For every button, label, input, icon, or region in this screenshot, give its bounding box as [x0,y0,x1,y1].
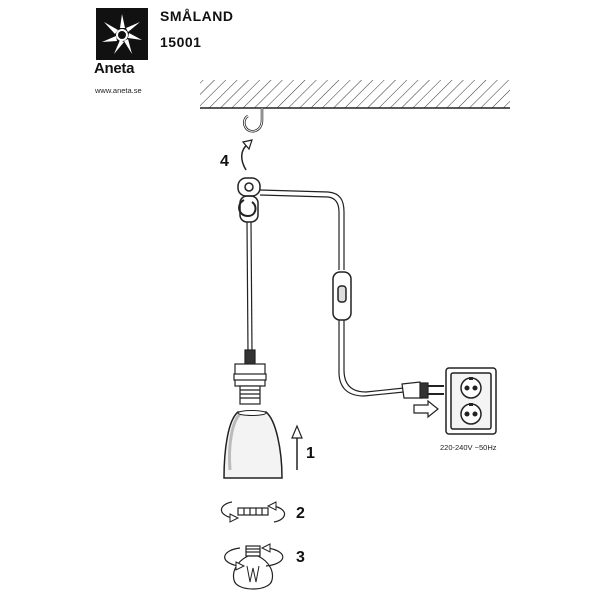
aneta-logo [96,8,148,60]
step2-label: 2 [296,505,305,522]
ceiling-hook-inner [243,108,263,132]
wall-socket-icon [445,367,497,435]
plug-in-arrow-icon [413,399,439,419]
lamp-holder-icon [233,349,267,405]
step2-arrowheads [229,501,277,523]
step4-label: 4 [220,153,229,170]
step3-rotate-arrows-icon [224,547,284,567]
step1-arrow-icon [291,424,303,470]
hanging-cord [246,221,253,353]
aneta-logo-icon [96,8,148,60]
cord-switch-icon [332,271,352,321]
step4-arrow-icon [241,139,253,171]
ceiling [200,80,510,109]
power-plug-icon [401,381,444,399]
website-link[interactable]: www.aneta.se [95,86,142,95]
product-title: SMÅLAND [160,8,234,24]
product-code: 15001 [160,34,202,50]
step3-label: 3 [296,549,305,566]
lamp-shade-icon [223,410,283,479]
step1-label: 1 [306,445,315,462]
voltage-label: 220-240V ~50Hz [440,443,497,452]
cord-clip-icon [237,177,261,223]
brand-name: Aneta [94,60,135,77]
power-cord [259,189,405,397]
step3-arrowheads [235,543,271,571]
step2-rotate-arrows-icon [220,501,286,523]
ring-nut-icon [237,507,269,516]
